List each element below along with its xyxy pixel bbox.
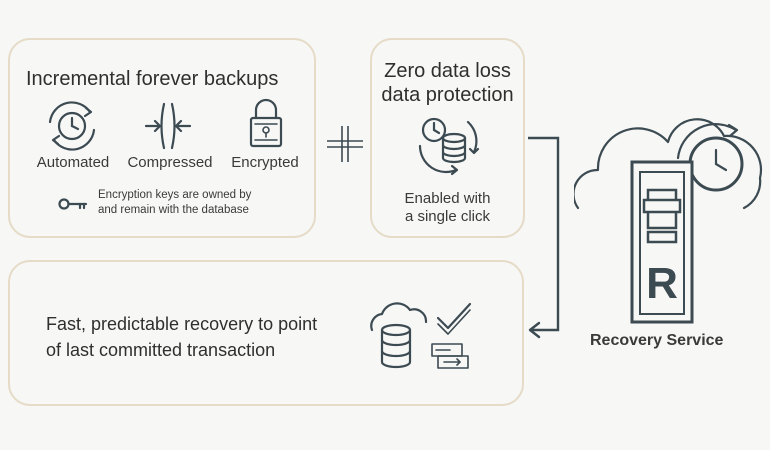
plus-icon [325,124,365,164]
feature-label-automated: Automated [36,154,110,171]
keys-note-line-1: Encryption keys are owned by [98,189,252,201]
backups-panel: Incremental forever backups Automated [8,38,316,238]
recovery-text-line-1: Fast, predictable recovery to point [46,314,318,334]
zero-data-loss-panel: Zero data loss data protection Enabled w… [370,38,525,238]
key-icon [58,196,88,212]
cloud-database-check-icon [366,296,476,372]
recovery-panel: Fast, predictable recovery to point of l… [8,260,524,406]
zero-loss-title-line-2: data protection [381,84,514,106]
connector-arrow-icon [526,130,566,340]
recovery-service-building-icon: R [574,112,764,324]
zero-loss-caption-line-2: a single click [404,208,491,225]
recovery-text-line-2: of last committed transaction [46,340,276,360]
backups-title: Incremental forever backups [26,68,279,90]
feature-label-encrypted: Encrypted [231,154,299,171]
database-sync-icon [412,112,484,176]
feature-label-compressed: Compressed [127,154,213,171]
keys-note-line-2: and remain with the database [98,204,249,216]
svg-text:R: R [646,259,678,308]
recovery-service-label: Recovery Service [590,332,724,349]
padlock-icon [246,96,286,150]
compress-arrows-icon [142,102,194,150]
zero-loss-title-line-1: Zero data loss [384,60,511,82]
clock-cycle-icon [42,100,102,152]
zero-loss-caption-line-1: Enabled with [404,190,491,207]
